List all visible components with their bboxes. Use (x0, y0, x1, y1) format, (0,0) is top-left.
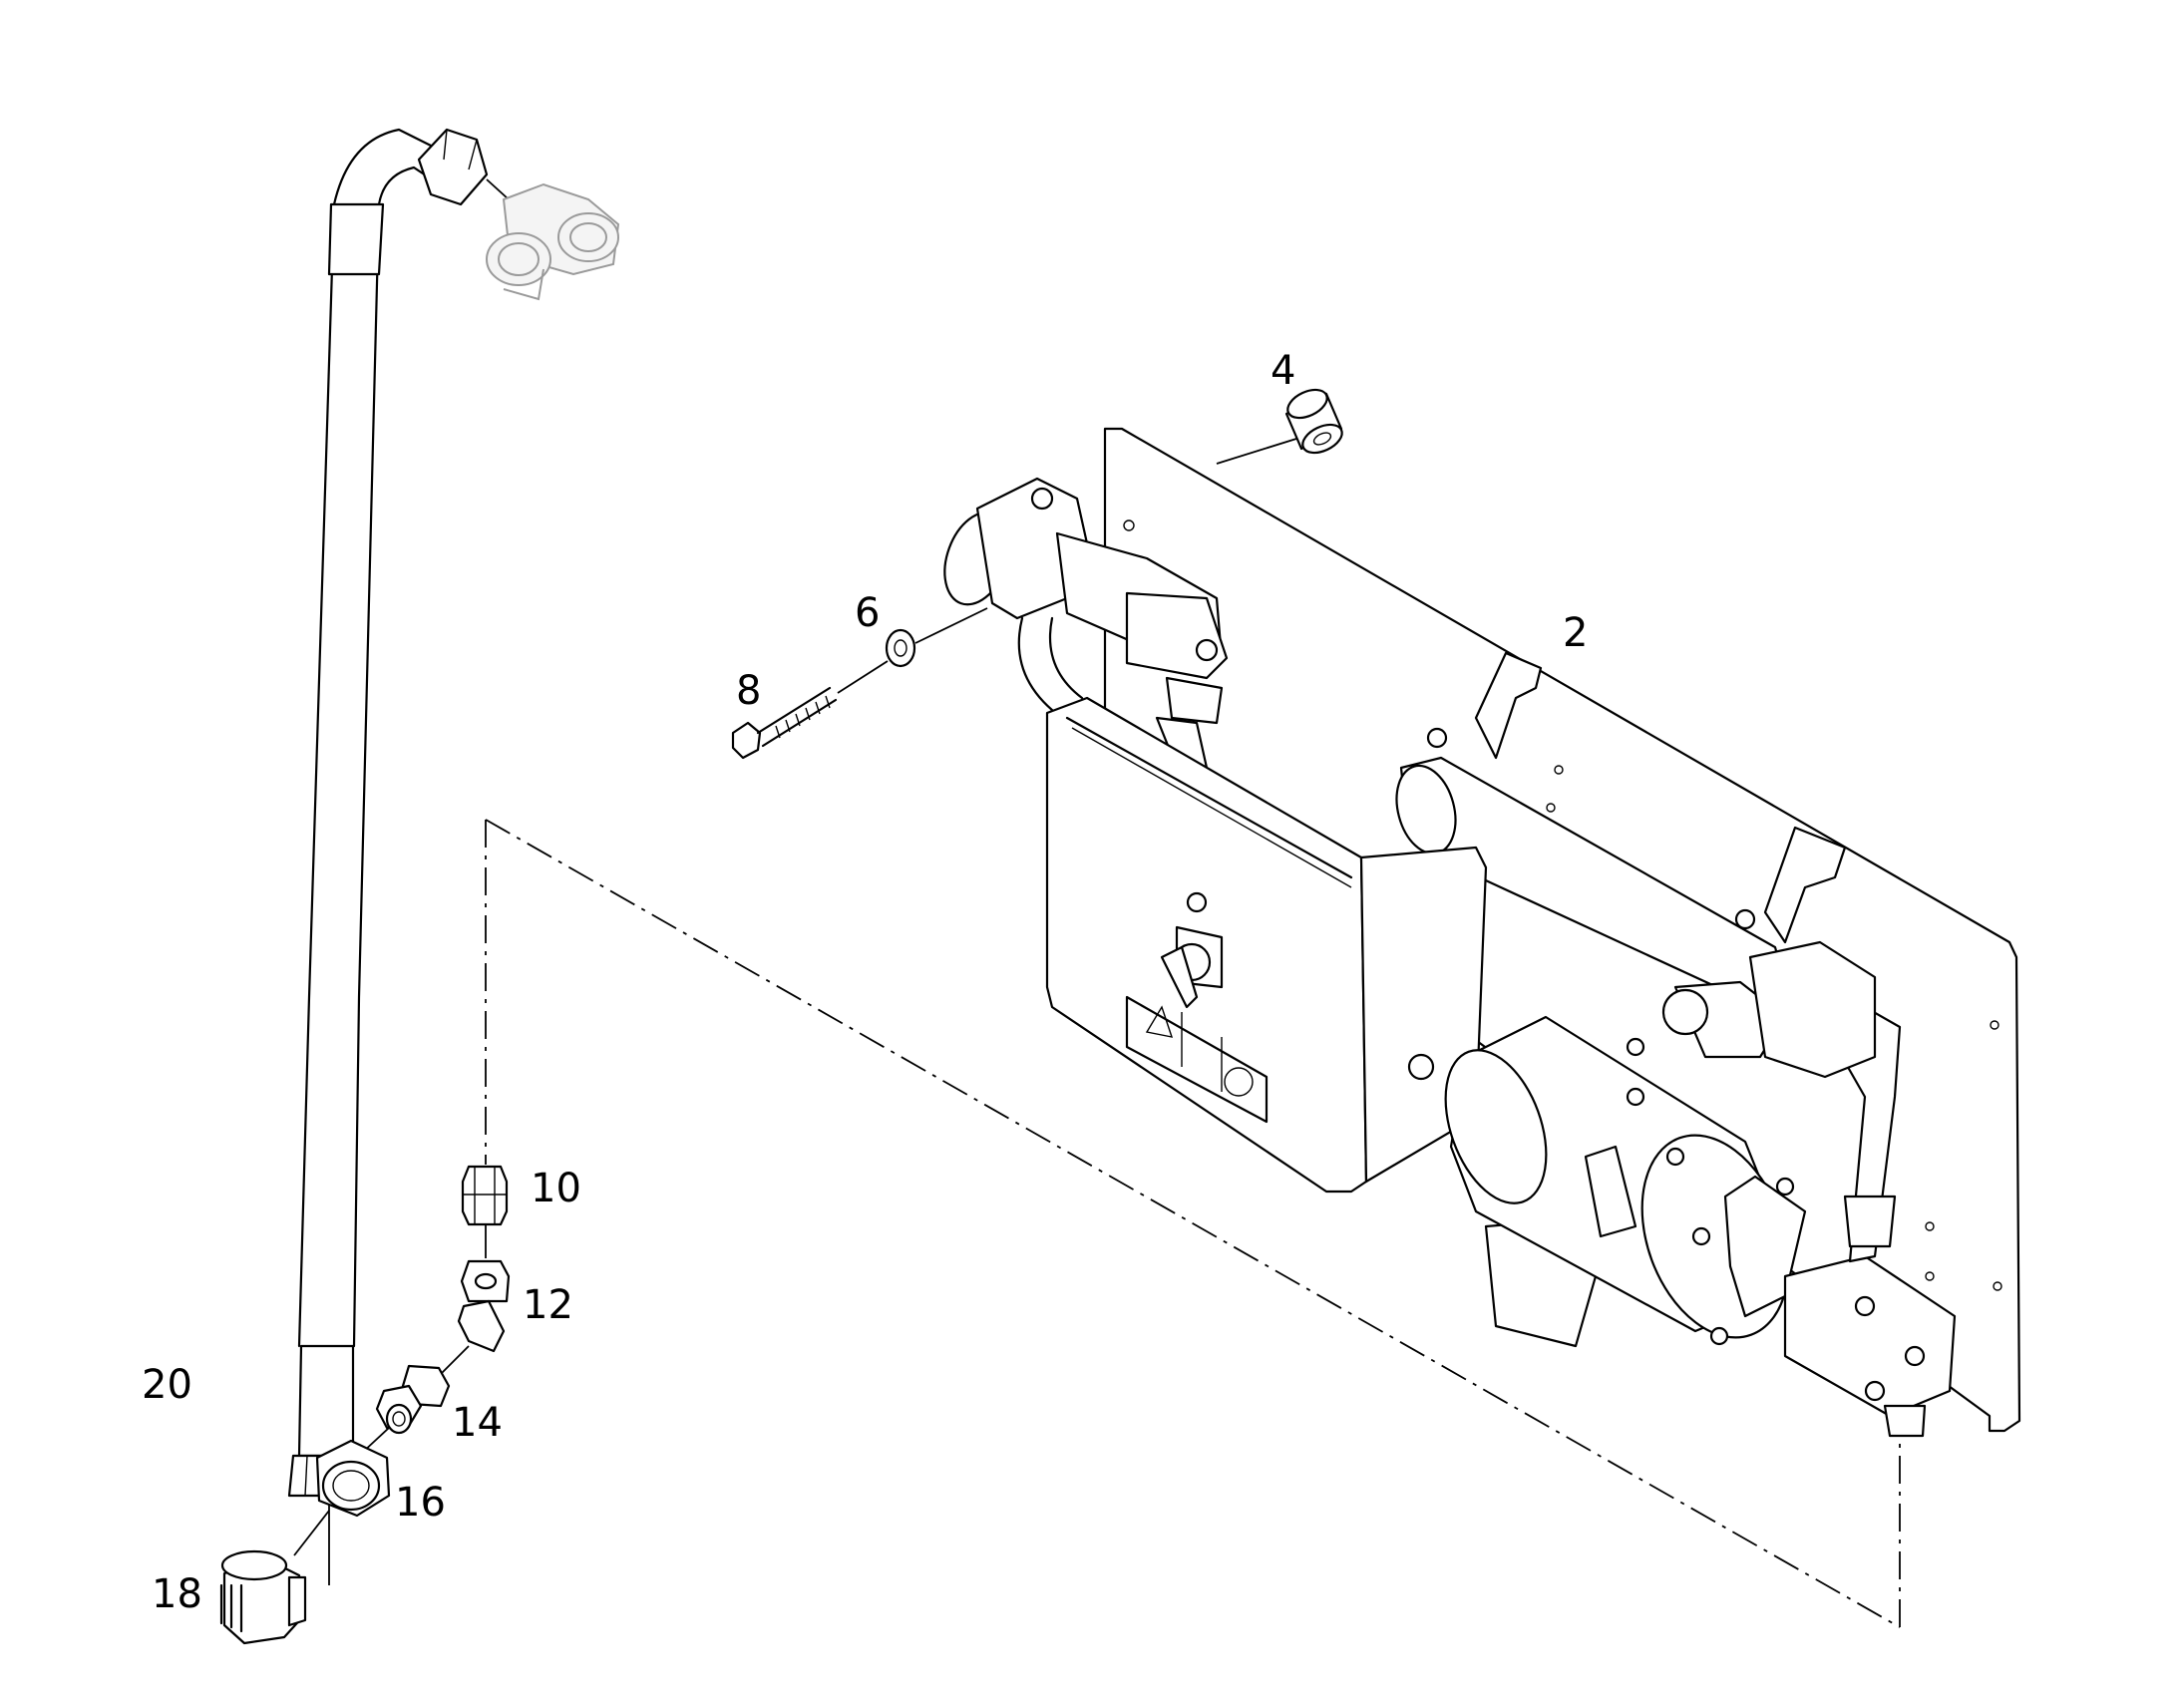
callout-20: 20 (142, 1362, 192, 1408)
elbow-part-12 (438, 1259, 511, 1377)
callout-12: 12 (523, 1282, 573, 1328)
elbow-part-18 (219, 1549, 307, 1645)
inlet-valve-assembly (943, 477, 1229, 770)
washer-part-6 (885, 607, 988, 668)
tee-fitting-reference (486, 182, 620, 301)
callout-4: 4 (1271, 348, 1295, 394)
callout-8: 8 (736, 668, 761, 714)
callout-14: 14 (452, 1400, 503, 1446)
pump-motor (1444, 940, 1957, 1438)
callout-16: 16 (395, 1480, 446, 1526)
assembly-centerlines (485, 819, 1901, 1628)
bolt-part-8 (731, 660, 889, 760)
upper-tube (1395, 651, 1847, 1009)
callout-labels: 2 4 6 8 10 12 14 16 18 20 (142, 348, 1588, 1617)
fitting-part-10 (461, 1165, 509, 1258)
callout-6: 6 (855, 590, 880, 636)
callout-10: 10 (531, 1166, 581, 1211)
control-box (1045, 696, 1488, 1194)
spacer-part-4 (1216, 388, 1343, 465)
fitting-part-14 (360, 1364, 451, 1455)
hose-assembly (287, 128, 510, 1585)
callout-18: 18 (152, 1571, 202, 1617)
callout-2: 2 (1563, 610, 1588, 656)
nut-part-16 (293, 1439, 391, 1556)
